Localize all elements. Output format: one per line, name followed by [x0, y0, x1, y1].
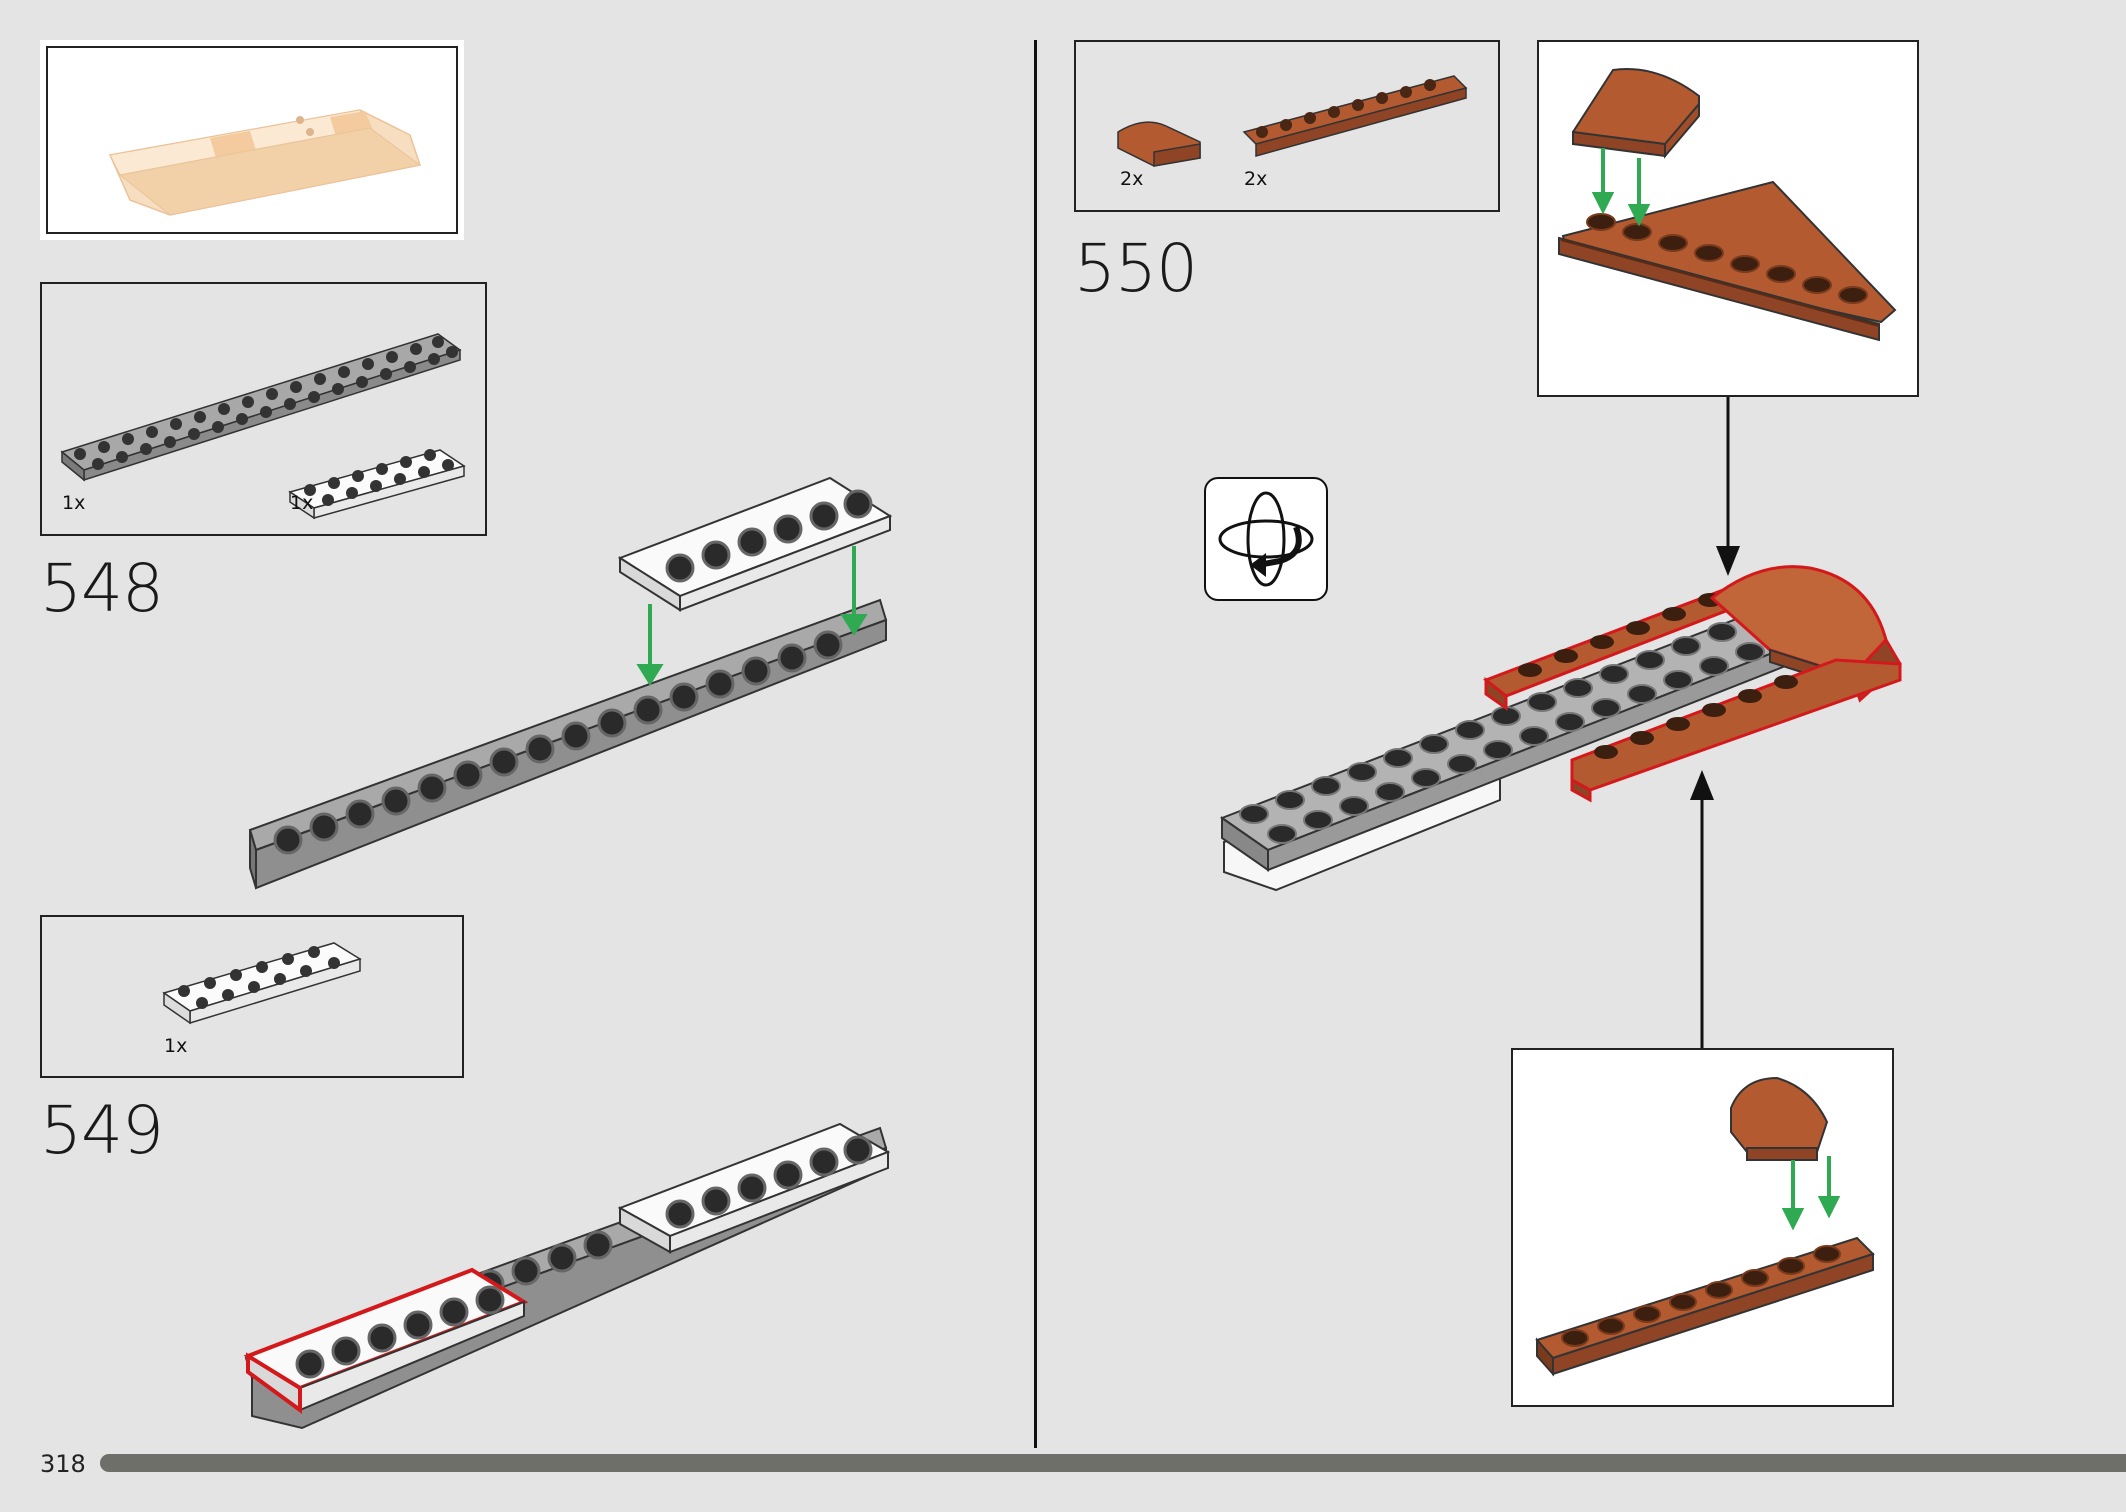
part-qty: 1x: [164, 1035, 188, 1057]
plate-2x6-white: [162, 942, 362, 1025]
parts-list-step-550: 2x 2x: [1074, 40, 1500, 212]
page-number: 318: [40, 1450, 86, 1478]
step-549-illustration: [243, 1122, 891, 1430]
page-divider: [1034, 40, 1037, 1448]
tan-curved-assembly-icon: [108, 109, 422, 216]
part-qty: 1x: [290, 492, 314, 514]
part-qty: 2x: [1244, 168, 1268, 190]
parts-list-step-549: 1x: [40, 915, 464, 1078]
part-qty: 2x: [1120, 168, 1144, 190]
part-qty: 1x: [62, 492, 86, 514]
plate-2x16-gray: [60, 333, 462, 482]
progress-fill: [100, 1454, 2126, 1472]
step-548-illustration: [248, 476, 893, 890]
curved-slope-brown: [1117, 121, 1201, 167]
assembly-preview: [40, 40, 464, 240]
rotate-model-icon: [1204, 477, 1328, 601]
step-number: 550: [1074, 230, 1198, 307]
progress-bar: [100, 1454, 2126, 1472]
plate-1x8-rail-brown: [1242, 75, 1468, 157]
step-number: 548: [40, 550, 164, 627]
plate-2x6-white: [288, 449, 466, 520]
step-number: 549: [40, 1092, 164, 1169]
callout-top: [1537, 40, 1919, 397]
parts-list-step-548: 1x 1x: [40, 282, 487, 536]
callout-bottom: [1511, 1048, 1894, 1407]
